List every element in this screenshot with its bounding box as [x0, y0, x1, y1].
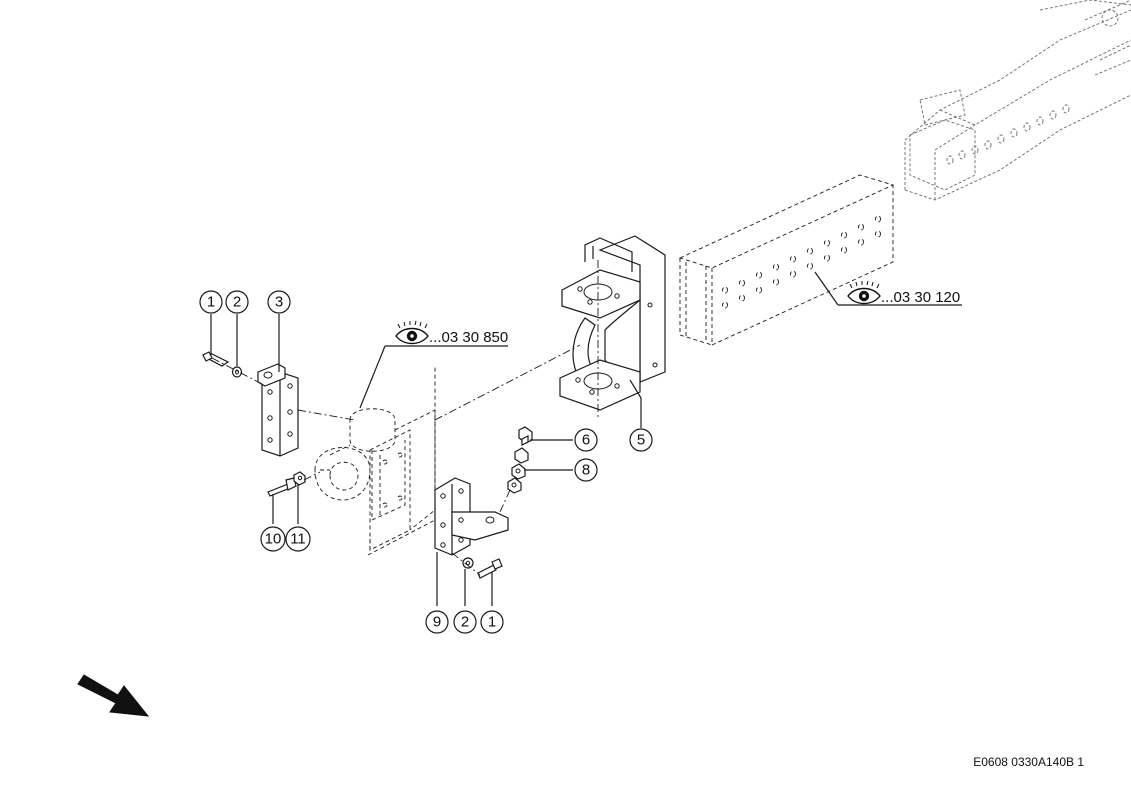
eye-icon [395, 320, 429, 345]
axis-line-lower-bolt [451, 552, 481, 576]
svg-text:2: 2 [461, 614, 469, 631]
fastener-washer-lower [462, 557, 474, 569]
callout-9: 9 [425, 610, 449, 634]
leader-lines [210, 271, 962, 606]
part-5-swivel-bracket [559, 235, 666, 420]
tube-holes [722, 215, 881, 309]
eye-icon [847, 280, 881, 305]
callout-8: 8 [574, 458, 598, 482]
callout-3: 3 [267, 290, 291, 314]
callout-11: 11 [285, 526, 311, 552]
svg-text:2: 2 [233, 294, 241, 311]
reference-label-03-30-850: ...03 30 850 [395, 320, 508, 346]
callout-10: 10 [260, 526, 286, 552]
fastener-bolt-lower [477, 558, 503, 579]
svg-text:5: 5 [637, 432, 645, 449]
svg-text:9: 9 [433, 614, 441, 631]
boom-holes [946, 104, 1070, 165]
rotator-ghost [314, 344, 581, 556]
svg-text:...03 30 120: ...03 30 120 [881, 289, 960, 306]
part-9-lower-bracket [434, 477, 509, 556]
fastener-nut-6b [514, 447, 529, 464]
fastener-nut-8 [511, 463, 526, 480]
fastener-bolt-10 [267, 477, 297, 497]
svg-text:3: 3 [275, 294, 283, 311]
fastener-bolt-6 [518, 426, 533, 446]
callout-5: 5 [629, 428, 653, 452]
svg-text:1: 1 [207, 294, 215, 311]
axis-line-left-bolt [303, 471, 321, 481]
axis-line-upper-bolt [211, 357, 263, 385]
callout-1-top: 1 [199, 290, 223, 314]
ghost-boom-assembly [904, 0, 1131, 201]
part-3-mounting-plate [257, 363, 356, 457]
svg-text:11: 11 [290, 531, 306, 548]
svg-text:1: 1 [488, 614, 496, 631]
callout-1-bottom: 1 [480, 610, 504, 634]
direction-arrow-icon [77, 674, 150, 717]
svg-text:10: 10 [265, 531, 282, 548]
drawing-code: E0608 0330A140B 1 [973, 755, 1084, 769]
fastener-nut-8b [507, 477, 522, 494]
axis-line-right-fasteners [499, 489, 511, 513]
callout-2-top: 2 [225, 290, 249, 314]
reference-label-03-30-120: ...03 30 120 [847, 280, 960, 306]
callout-2-bottom: 2 [453, 610, 477, 634]
svg-text:6: 6 [582, 432, 590, 449]
extension-tube-ghost [678, 174, 895, 346]
svg-text:...03 30 850: ...03 30 850 [429, 329, 508, 346]
fastener-bolt-upper [202, 351, 230, 367]
svg-text:8: 8 [582, 462, 590, 479]
fastener-washer-upper [231, 366, 243, 378]
fastener-nut-11 [293, 471, 306, 486]
callout-6: 6 [574, 428, 598, 452]
